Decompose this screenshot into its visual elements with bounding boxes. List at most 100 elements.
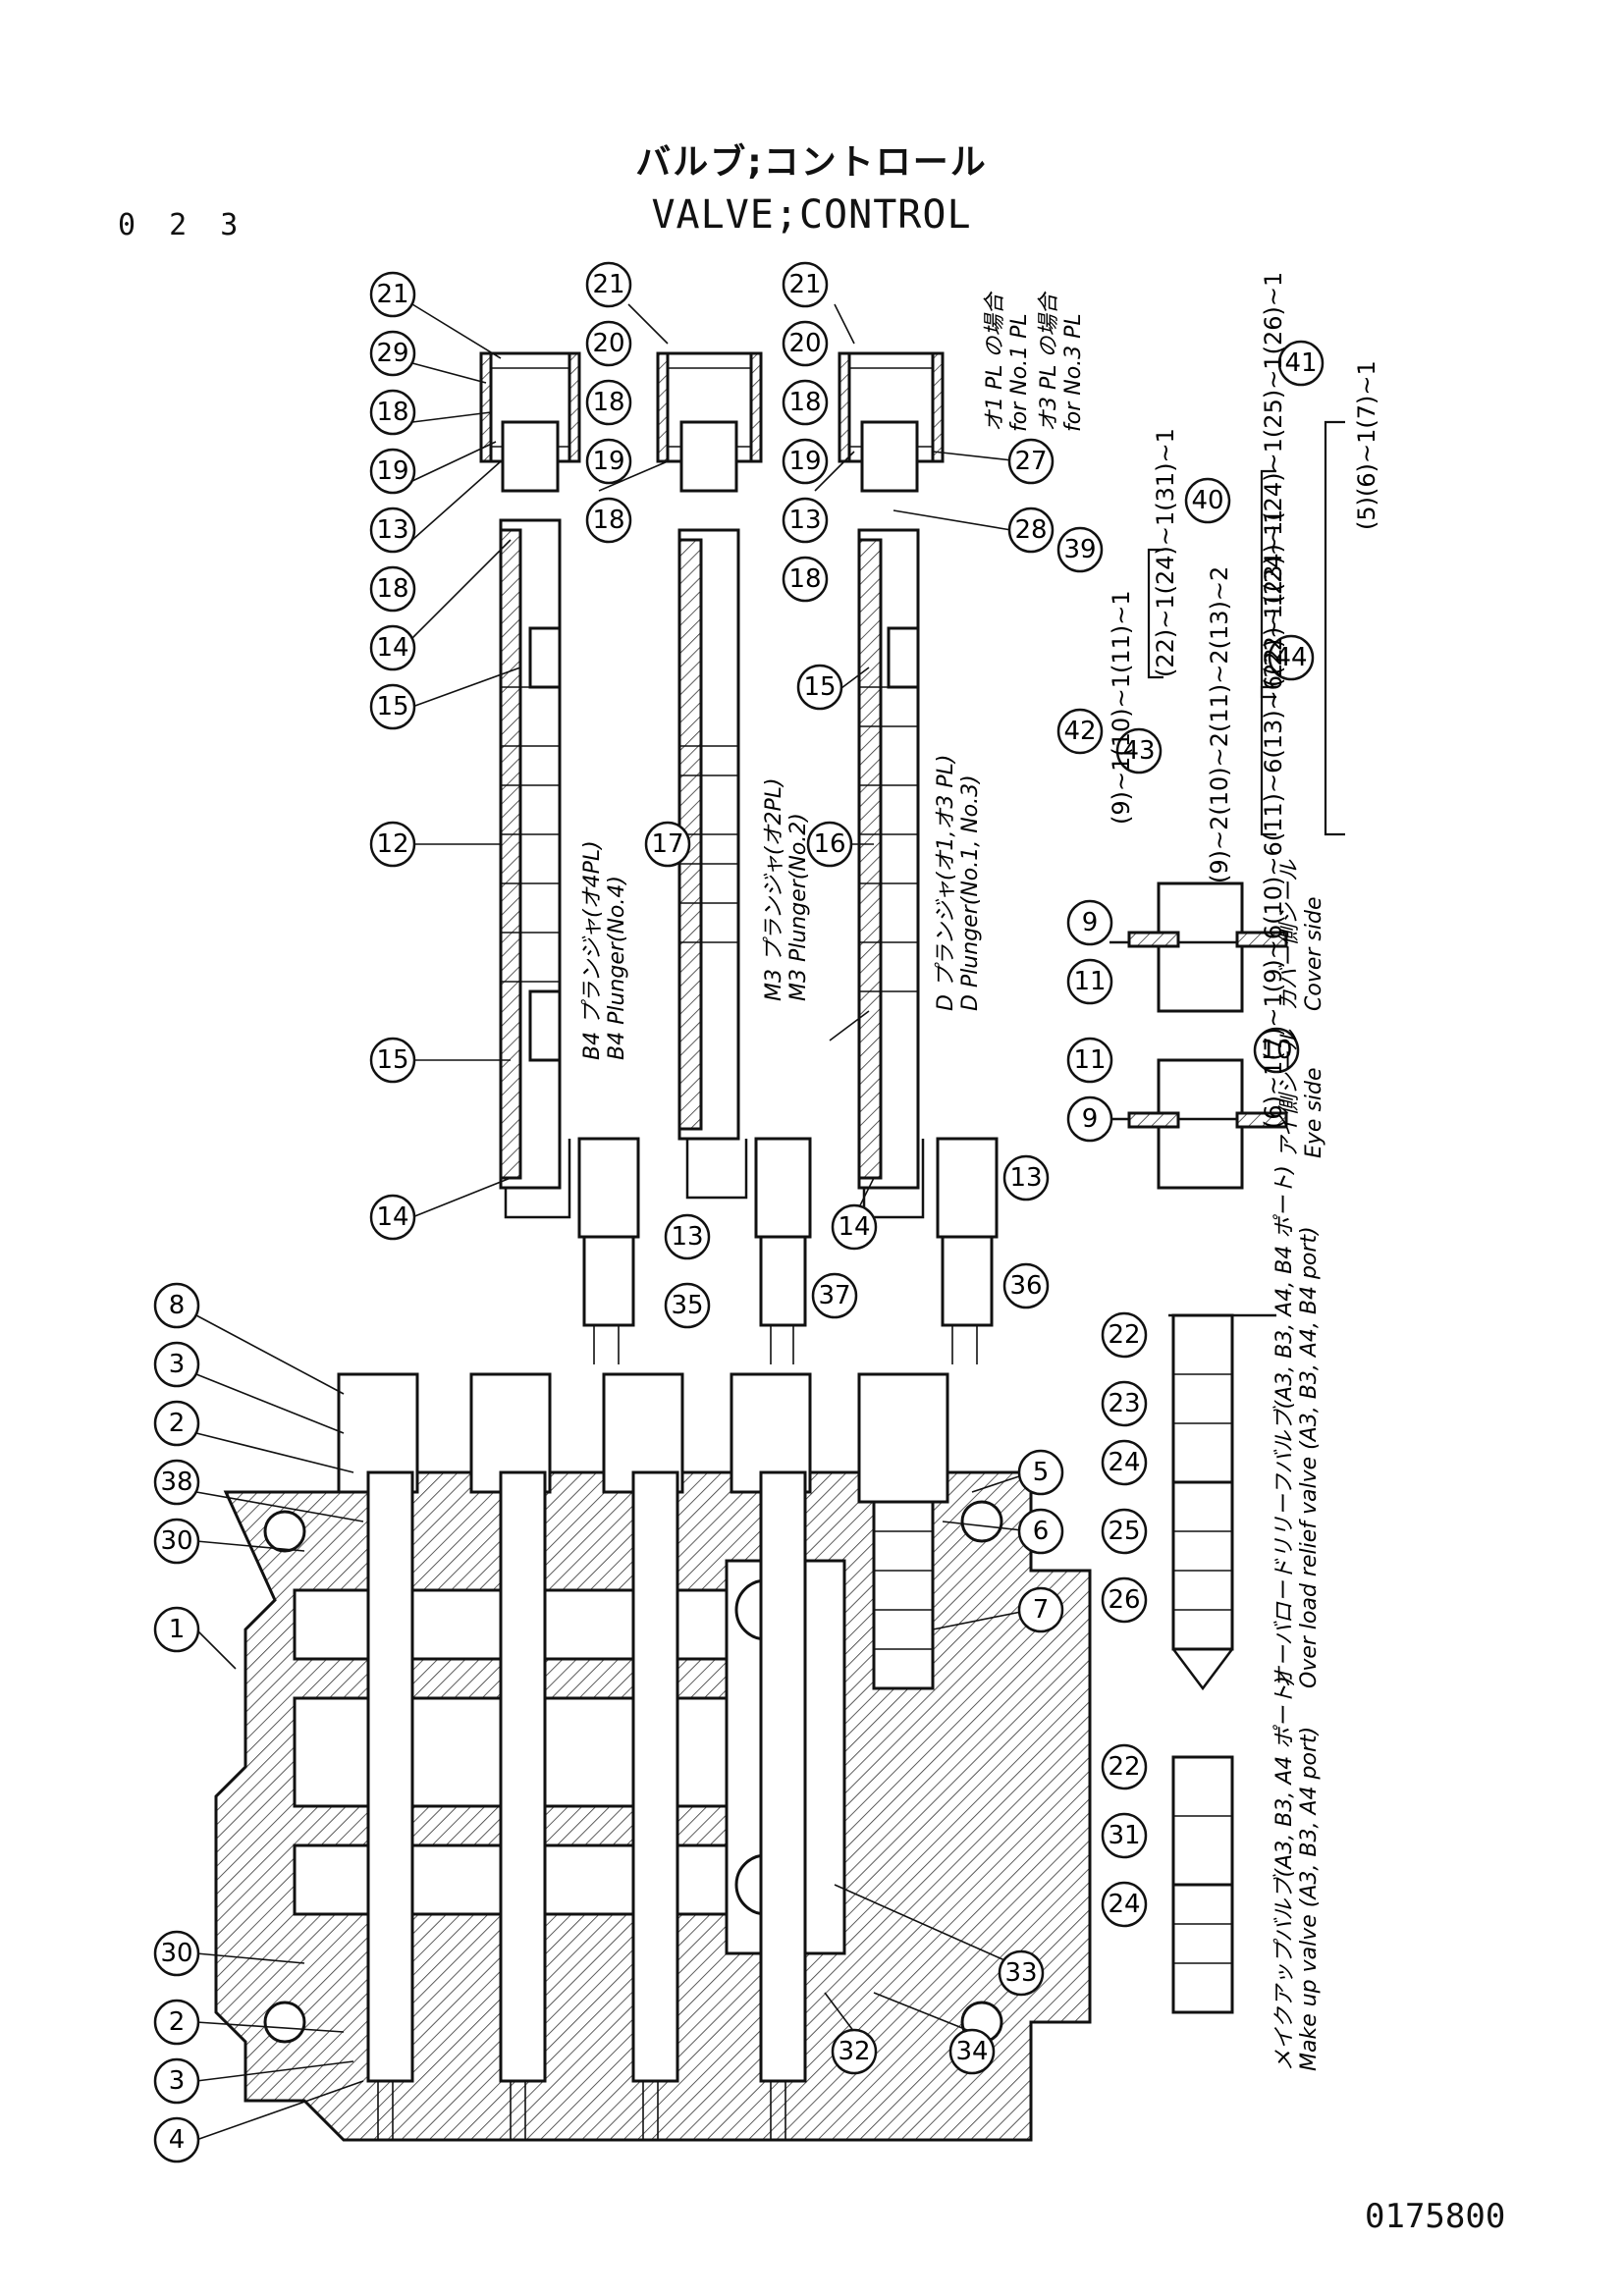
- spool-assembly-middle: [656, 351, 763, 1141]
- callout-13b: 13: [782, 497, 829, 544]
- svg-text:14: 14: [838, 1212, 870, 1242]
- svg-text:31: 31: [1108, 1821, 1140, 1850]
- svg-text:13: 13: [671, 1222, 703, 1252]
- callout-18d: 18: [585, 497, 632, 544]
- note-m3-en: M3 Plunger(No.2): [786, 813, 811, 1001]
- callout-body-3: 3: [153, 1341, 200, 1388]
- parts-group-lists: (5)(6)~1(7)~1 (22)~1(23)~1(24)~1(25)~1(2…: [1108, 272, 1380, 1129]
- note-b4-en: B4 Plunger(No.4): [605, 876, 629, 1060]
- svg-text:19: 19: [592, 447, 624, 476]
- svg-text:18: 18: [788, 388, 821, 417]
- svg-text:11: 11: [1073, 967, 1106, 996]
- callout-15b: 15: [796, 664, 843, 711]
- svg-text:18: 18: [376, 574, 408, 604]
- callout-seal-11: 11: [1066, 958, 1113, 1005]
- svg-text:32: 32: [838, 2037, 870, 2066]
- svg-text:14: 14: [376, 1202, 408, 1232]
- callout-28: 28: [1007, 507, 1055, 554]
- callout-21b: 21: [585, 261, 632, 308]
- callout-21: 21: [369, 271, 416, 318]
- callout-16: 16: [806, 821, 853, 868]
- callout-18: 18: [369, 389, 416, 436]
- callout-group-40: 40: [1184, 477, 1231, 524]
- callout-group-43: 43: [1115, 727, 1163, 774]
- svg-text:14: 14: [376, 633, 408, 663]
- callout-18e: 18: [782, 379, 829, 426]
- svg-text:2: 2: [169, 1409, 186, 1438]
- callout-relief-26: 26: [1101, 1576, 1148, 1624]
- callout-makeup-22: 22: [1101, 1743, 1148, 1790]
- svg-text:44: 44: [1274, 643, 1307, 672]
- callout-group-41: 41: [1277, 340, 1325, 387]
- callout-19b: 19: [585, 438, 632, 485]
- callout-18b: 18: [369, 565, 416, 613]
- svg-text:29: 29: [376, 339, 408, 368]
- svg-text:7: 7: [1033, 1595, 1050, 1625]
- callout-relief-24: 24: [1101, 1439, 1148, 1486]
- callout-seal-9b: 9: [1066, 1095, 1113, 1143]
- callout-14: 14: [369, 624, 416, 671]
- callout-body-30b: 30: [153, 1930, 200, 1977]
- overload-relief-valve-detail: [1168, 1313, 1276, 1691]
- callout-12: 12: [369, 821, 416, 868]
- callout-17: 17: [644, 821, 691, 868]
- svg-text:37: 37: [818, 1281, 850, 1310]
- callout-18f: 18: [782, 556, 829, 603]
- svg-text:15: 15: [376, 1045, 408, 1075]
- document-number: 0175800: [1365, 2197, 1506, 2236]
- spool-rods: [337, 1372, 812, 2140]
- svg-text:3: 3: [169, 2066, 186, 2096]
- callout-body-6: 6: [1017, 1508, 1064, 1555]
- callout-relief-25: 25: [1101, 1508, 1148, 1555]
- note-eye-jp: アイ側シール: [1277, 1029, 1302, 1158]
- callout-36: 36: [1002, 1262, 1050, 1309]
- callout-body-2b: 2: [153, 1999, 200, 2046]
- callout-14d: 14: [831, 1203, 878, 1251]
- svg-text:24: 24: [1108, 1448, 1140, 1477]
- callout-makeup-24: 24: [1101, 1881, 1148, 1928]
- callout-body-38: 38: [153, 1459, 200, 1506]
- note-cover-jp: カバー側シール: [1277, 859, 1302, 1011]
- svg-text:16: 16: [813, 829, 845, 859]
- svg-text:21: 21: [592, 270, 624, 299]
- svg-text:23: 23: [1108, 1389, 1140, 1418]
- svg-text:13: 13: [376, 515, 408, 545]
- callout-body-5: 5: [1017, 1449, 1064, 1496]
- callout-body-3b: 3: [153, 2057, 200, 2105]
- svg-text:38: 38: [160, 1468, 192, 1497]
- svg-text:39: 39: [1063, 535, 1096, 564]
- callout-13: 13: [369, 507, 416, 554]
- callout-seal-10: 10: [1253, 1027, 1300, 1074]
- note-relief-jp: オーバロードリリーフバルブ(A3, B3, A4, B4 ポート): [1272, 1165, 1297, 1688]
- note-d-en: D Plunger(No.1, No.3): [958, 774, 983, 1011]
- svg-text:11: 11: [1073, 1045, 1106, 1075]
- callout-body-33: 33: [998, 1949, 1045, 1997]
- callout-20: 20: [585, 320, 632, 367]
- callout-20b: 20: [782, 320, 829, 367]
- callout-body-34: 34: [948, 2028, 996, 2075]
- callout-21c: 21: [782, 261, 829, 308]
- svg-text:25: 25: [1108, 1517, 1140, 1546]
- svg-text:15: 15: [376, 692, 408, 721]
- svg-text:42: 42: [1063, 717, 1096, 746]
- svg-text:26: 26: [1108, 1585, 1140, 1615]
- callout-13d: 13: [1002, 1154, 1050, 1201]
- svg-text:30: 30: [160, 1939, 192, 1968]
- svg-text:9: 9: [1082, 908, 1099, 937]
- callout-13c: 13: [664, 1213, 711, 1260]
- spool-assembly-right: [838, 351, 945, 1190]
- group-42-list: (9)~1(10)~1(11)~1: [1108, 590, 1135, 825]
- callout-37: 37: [811, 1272, 858, 1319]
- svg-text:24: 24: [1108, 1890, 1140, 1919]
- svg-text:17: 17: [651, 829, 683, 859]
- note-cover-en: Cover side: [1302, 897, 1326, 1012]
- callout-29: 29: [369, 330, 416, 377]
- svg-text:30: 30: [160, 1526, 192, 1556]
- svg-text:41: 41: [1284, 348, 1317, 378]
- title-english: VALVE;CONTROL: [651, 192, 972, 238]
- svg-text:43: 43: [1122, 736, 1155, 766]
- callout-27: 27: [1007, 438, 1055, 485]
- svg-text:8: 8: [169, 1291, 186, 1320]
- group-43-list: (9)~2(10)~2(11)~2(13)~2: [1206, 566, 1233, 883]
- callout-makeup-31: 31: [1101, 1812, 1148, 1859]
